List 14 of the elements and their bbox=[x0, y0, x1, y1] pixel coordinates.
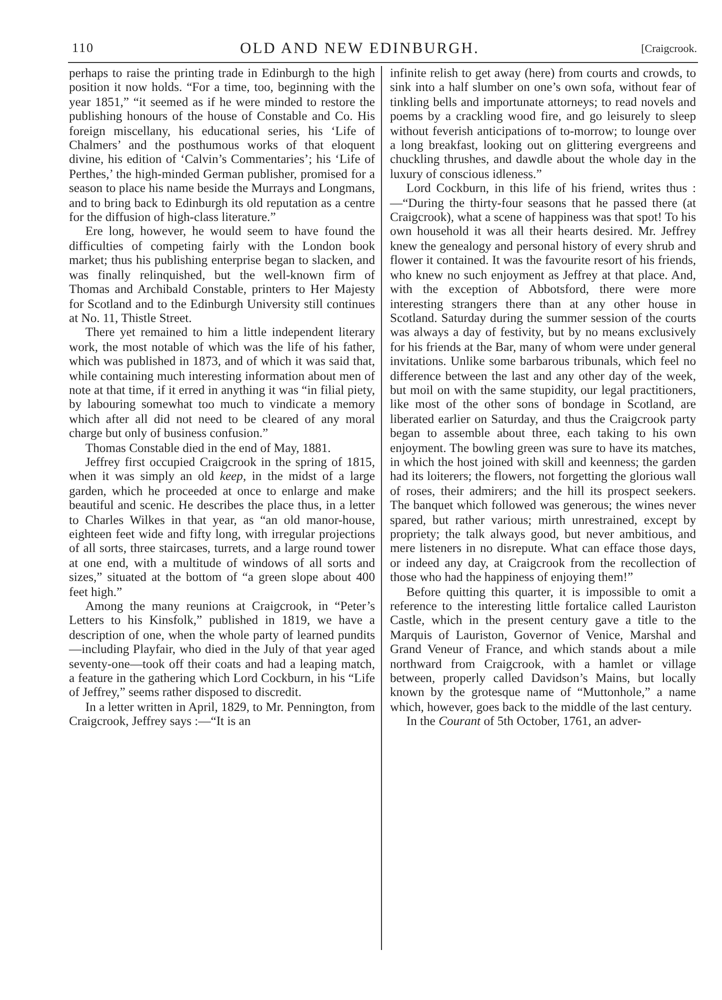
paragraph: Among the many reunions at Craigcrook, in “Peter’s Letters to his Kinsfolk,” published in 1819, we have a description of one, when the whole party of learned pundits—including Playfair, who died in the July of that year aged seventy-one—took off their coats and had a leaping match, a feature in the gathering which Lord Cockburn, in his “Life of Jeffrey,” seems rather disposed to discredit. bbox=[69, 599, 375, 700]
paragraph: infinite relish to get away (here) from courts and crowds, to sink into a half slumber on one’s own sofa, without fear of tinkling bells and importunate attorneys; to read novels and poems by a crackling wood fire, and go leisurely to sleep without feverish anticipations of to-morrow; to lounge over a long breakfast, looking out on glittering evergreens and chuckling thrushes, and dawdle about the whole day in the luxury of conscious idleness.” bbox=[390, 66, 696, 182]
paragraph: Before quitting this quarter, it is impossible to omit a reference to the interesting little fortalice called Lauriston Castle, which in the present century gave a title to the Marquis of Lauriston, Governor of Venice, Marshal and Grand Veneur of France, and which stands about a mile northward from Craigcrook, with a hamlet or village between, properly called Davidson’s Mains, but locally known by the grotesque name of “Muttonhole,” a name which, however, goes back to the middle of the last century. bbox=[390, 584, 696, 714]
paragraph: In a letter written in April, 1829, to Mr. Pennington, from Craigcrook, Jeffrey says :—“It is an bbox=[69, 700, 375, 729]
page-number: 110 bbox=[72, 40, 94, 56]
paragraph: Lord Cockburn, in this life of his friend, writes thus :—“During the thirty-four seasons that he passed there (at Craigcrook), what a scene of happiness was that spot! To his own household it was all their hearts desired. Mr. Jeffrey knew the genealogy and personal history of every shrub and flower it contained. It was the favourite resort of his friends, who knew no such enjoyment as Jeffrey at that place. And, with the exception of Abbotsford, there were more interesting strangers there than at any other house in Scotland. Saturday during the summer session of the courts was always a day of festivity, but by no means exclusively for his friends at the Bar, many of whom were under general invitations. Unlike some barbarous tribunals, which feel no difference between the last and any other day of the week, but moil on with the same stupidity, our legal practitioners, like most of the other sons of bondage in Scotland, are liberated earlier on Saturday, and thus the Craigcrook party began to assemble about three, each taking to his own enjoyment. The bowling green was sure to have its matches, in which the host joined with skill and keenness; the garden had its loiterers; the flowers, not forgetting the glorious wall of roses, their admirers; and the hill its prospect seekers. The banquet which followed was generous; the wines never spared, but rather various; mirth unrestrained, except by propriety; the talk always good, but never ambitious, and mere listeners in no disrepute. What can efface those days, or indeed any day, at Craigcrook from the recollection of those who had the happiness of enjoying them!” bbox=[390, 181, 696, 585]
paragraph: There yet remained to him a little independent literary work, the most notable of which was the life of his father, which was published in 1873, and of which it was said that, while containing much interesting information about men of note at that time, if it erred in anything it was “in filial piety, by labouring somewhat too much to vindicate a memory which after all did not need to be cleared of any moral charge but only of business confusion.” bbox=[69, 325, 375, 441]
paragraph: Jeffrey first occupied Craigcrook in the spring of 1815, when it was simply an old keep, in the midst of a large garden, which he proceeded at once to enlarge and make beautiful and scenic. He describes the place thus, in a letter to Charles Wilkes in that year, as “an old manor-house, eighteen feet wide and fifty long, with irregular projections of all sorts, three staircases, turrets, and a large round tower at one end, with a multitude of windows of all sorts and sizes,” situated at the bottom of “a green slope about 400 feet high.” bbox=[69, 454, 375, 600]
paragraph: Ere long, however, he would seem to have found the difficulties of competing fairly with the London book market; thus his publishing enterprise began to slacken, and was finally relinquished, but the well-known firm of Thomas and Archibald Constable, printers to Her Majesty for Scotland and to the Edinburgh University still continues at No. 11, Thistle Street. bbox=[69, 224, 375, 326]
paragraph: In the Courant of 5th October, 1761, an adver- bbox=[405, 714, 642, 729]
paragraph: Thomas Constable died in the end of May, 1881. bbox=[84, 440, 332, 455]
section-heading: [Craigcrook. bbox=[641, 43, 697, 55]
running-title: OLD AND NEW EDINBURGH. bbox=[240, 40, 480, 58]
paragraph: perhaps to raise the printing trade in Edinburgh to the high position it now holds. “For a time, too, beginning with the year 1851,” “it seemed as if he were minded to restore the publishing honours of the house of Constable and Co. His foreign miscellany, his educational series, his ‘Life of Chalmers’ and the posthumous works of that eloquent divine, his edition of ‘Calvin’s Commentaries’; his ‘Life of Perthes,’ the high-minded German publisher, promised for a season to place his name beside the Murrays and Longmans, and to bring back to Edinburgh its old reputation as a centre for the diffusion of high-class literature.” bbox=[69, 66, 375, 224]
